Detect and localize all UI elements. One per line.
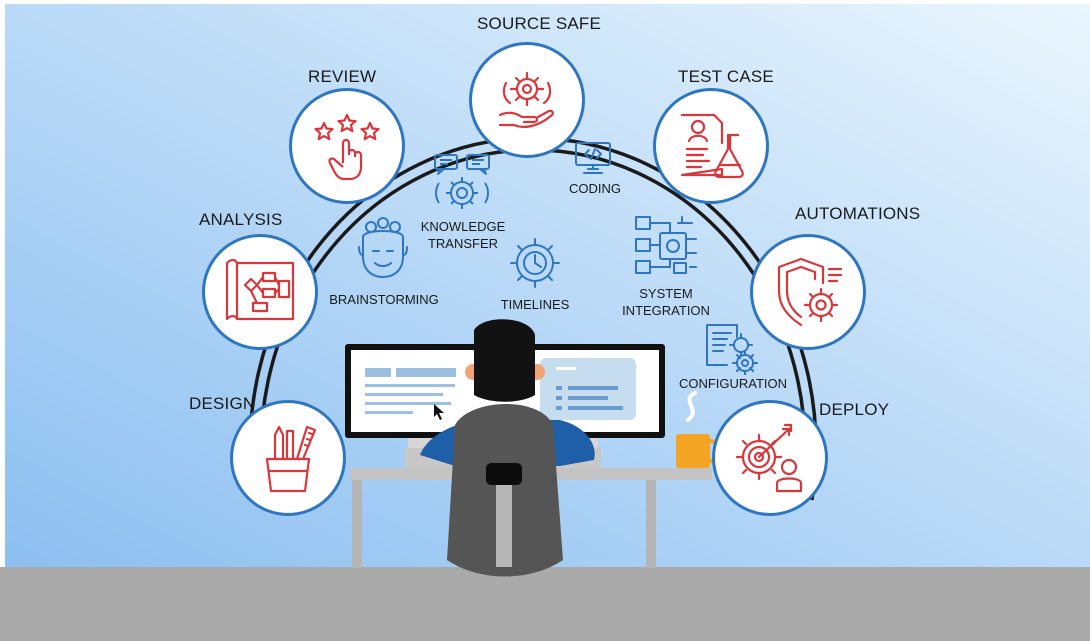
target-person-icon: [735, 423, 803, 493]
pencil-cup-icon: [265, 425, 317, 493]
gear-chat-icon: [434, 154, 490, 209]
shield-gear-icon: [777, 257, 843, 327]
activity-label-coding: CODING: [569, 181, 621, 196]
stage-label-automations: AUTOMATIONS: [795, 204, 921, 223]
activity-label-line: KNOWLEDGE: [420, 219, 506, 234]
stage-label-test-case: TEST CASE: [678, 67, 774, 86]
clock-gear-icon: [510, 238, 560, 288]
stars-pointer-icon: [314, 113, 380, 181]
node-deploy: [712, 400, 828, 516]
activity-label-line: INTEGRATION: [622, 303, 710, 318]
floor: [0, 567, 1090, 641]
head-gears-icon: [358, 217, 408, 278]
activity-label-configuration: CONFIGURATION: [678, 376, 788, 391]
activity-label-line: SYSTEM: [639, 286, 693, 301]
code-monitor-icon: [575, 142, 611, 174]
stage-label-source-safe: SOURCE SAFE: [477, 14, 602, 33]
document-flask-icon: [680, 113, 744, 179]
stage-label-design: DESIGN: [189, 394, 256, 413]
node-test-case: [653, 88, 769, 204]
coffee-mug: [676, 391, 721, 468]
chip-network-icon: [635, 216, 697, 274]
node-design: [230, 400, 346, 516]
node-automations: [750, 234, 866, 350]
person-at-desk: [420, 319, 595, 577]
activity-label-system-integration: SYSTEM INTEGRATION: [616, 285, 716, 319]
node-analysis: [202, 234, 318, 350]
stage-label-deploy: DEPLOY: [819, 400, 890, 419]
activity-label-brainstorming: BRAINSTORMING: [329, 292, 439, 307]
mouse-cursor-icon: [434, 404, 444, 420]
stage-label-review: REVIEW: [308, 67, 377, 86]
activity-label-knowledge-transfer: KNOWLEDGE TRANSFER: [418, 218, 508, 252]
flowchart-icon: [225, 258, 295, 321]
node-review: [289, 88, 405, 204]
activity-label-line: TRANSFER: [427, 236, 499, 251]
node-source-safe: [469, 42, 585, 158]
activity-label-timelines: TIMELINES: [500, 297, 570, 312]
gear-in-hand-icon: [498, 71, 554, 128]
stage-label-analysis: ANALYSIS: [199, 210, 283, 229]
document-gears-icon: [706, 324, 758, 375]
